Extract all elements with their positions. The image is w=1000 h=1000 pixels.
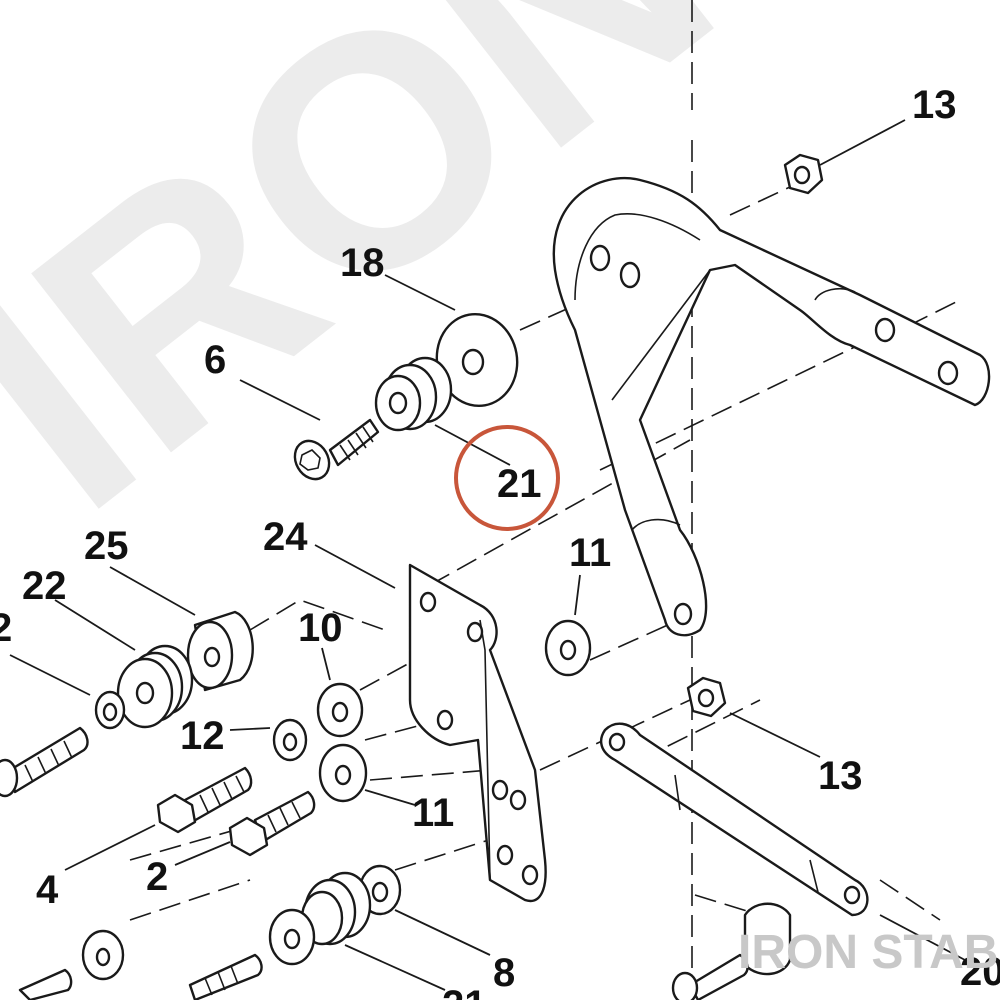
bushing-21 [374, 356, 453, 432]
washer-10 [316, 682, 364, 738]
callout-2: 2 [146, 855, 168, 899]
arm-hole [843, 885, 861, 905]
bolt-2 [228, 790, 316, 857]
arm-hole [608, 732, 626, 752]
bracket-hole [937, 360, 959, 386]
plate-hole [491, 779, 509, 801]
bolt-6 [293, 418, 380, 481]
bracket-hole [673, 602, 693, 626]
washer-small-left [94, 690, 126, 730]
callout-21-bottom: 21 [442, 983, 487, 1000]
callout-11-mid: 11 [412, 791, 454, 835]
plate-hole [496, 844, 514, 866]
leader-lines [9, 119, 966, 991]
callout-13-top: 13 [912, 83, 957, 127]
nut-13-top [783, 153, 824, 195]
callout-10: 10 [298, 606, 343, 650]
callout-22: 22 [22, 564, 67, 608]
callout-11-top: 11 [569, 531, 611, 575]
callout-24: 24 [263, 515, 308, 559]
callout-4: 4 [36, 868, 59, 912]
callout-labels: 13 18 6 21 24 11 25 22 2 10 12 13 11 4 2… [0, 83, 1000, 1000]
callout-6: 6 [204, 338, 226, 382]
nut-13-mid [686, 676, 727, 718]
bushing-lower-right [671, 902, 792, 1000]
bolt-bottom-left [18, 953, 263, 1000]
callout-13-mid: 13 [818, 754, 863, 798]
bracket-hole [619, 261, 641, 289]
bracket-hole [874, 317, 896, 343]
bushing-group-lower [268, 864, 402, 966]
callout-2-left: 2 [0, 606, 12, 650]
callout-20-cut: 20 [960, 950, 1000, 994]
bolt-left-cut [0, 726, 89, 798]
lower-link-arm [599, 722, 869, 917]
callout-25: 25 [84, 524, 129, 568]
callout-21-highlighted: 21 [497, 462, 542, 506]
washer-11-top [544, 619, 592, 677]
washer-11-mid [318, 743, 368, 803]
callout-12: 12 [180, 714, 225, 758]
highlight-ring [454, 425, 560, 531]
bracket-hole [589, 244, 611, 272]
washer-bottom-left [81, 929, 125, 981]
lockwasher-12 [272, 718, 308, 762]
washer-18 [435, 312, 519, 408]
callout-18: 18 [340, 241, 385, 285]
plate-hole [509, 789, 527, 811]
plate-hole [521, 864, 539, 886]
callout-8: 8 [493, 951, 515, 995]
bolt-4 [156, 766, 253, 834]
bushing-22 [116, 644, 194, 729]
watermark-iron-stable: IRON STABLE [738, 926, 1000, 979]
plate-hole [419, 591, 437, 613]
upper-bracket [552, 176, 991, 637]
plate-hole [466, 621, 484, 643]
mounting-plate [408, 563, 547, 903]
plate-hole [436, 709, 454, 731]
bushing-25 [186, 610, 254, 692]
